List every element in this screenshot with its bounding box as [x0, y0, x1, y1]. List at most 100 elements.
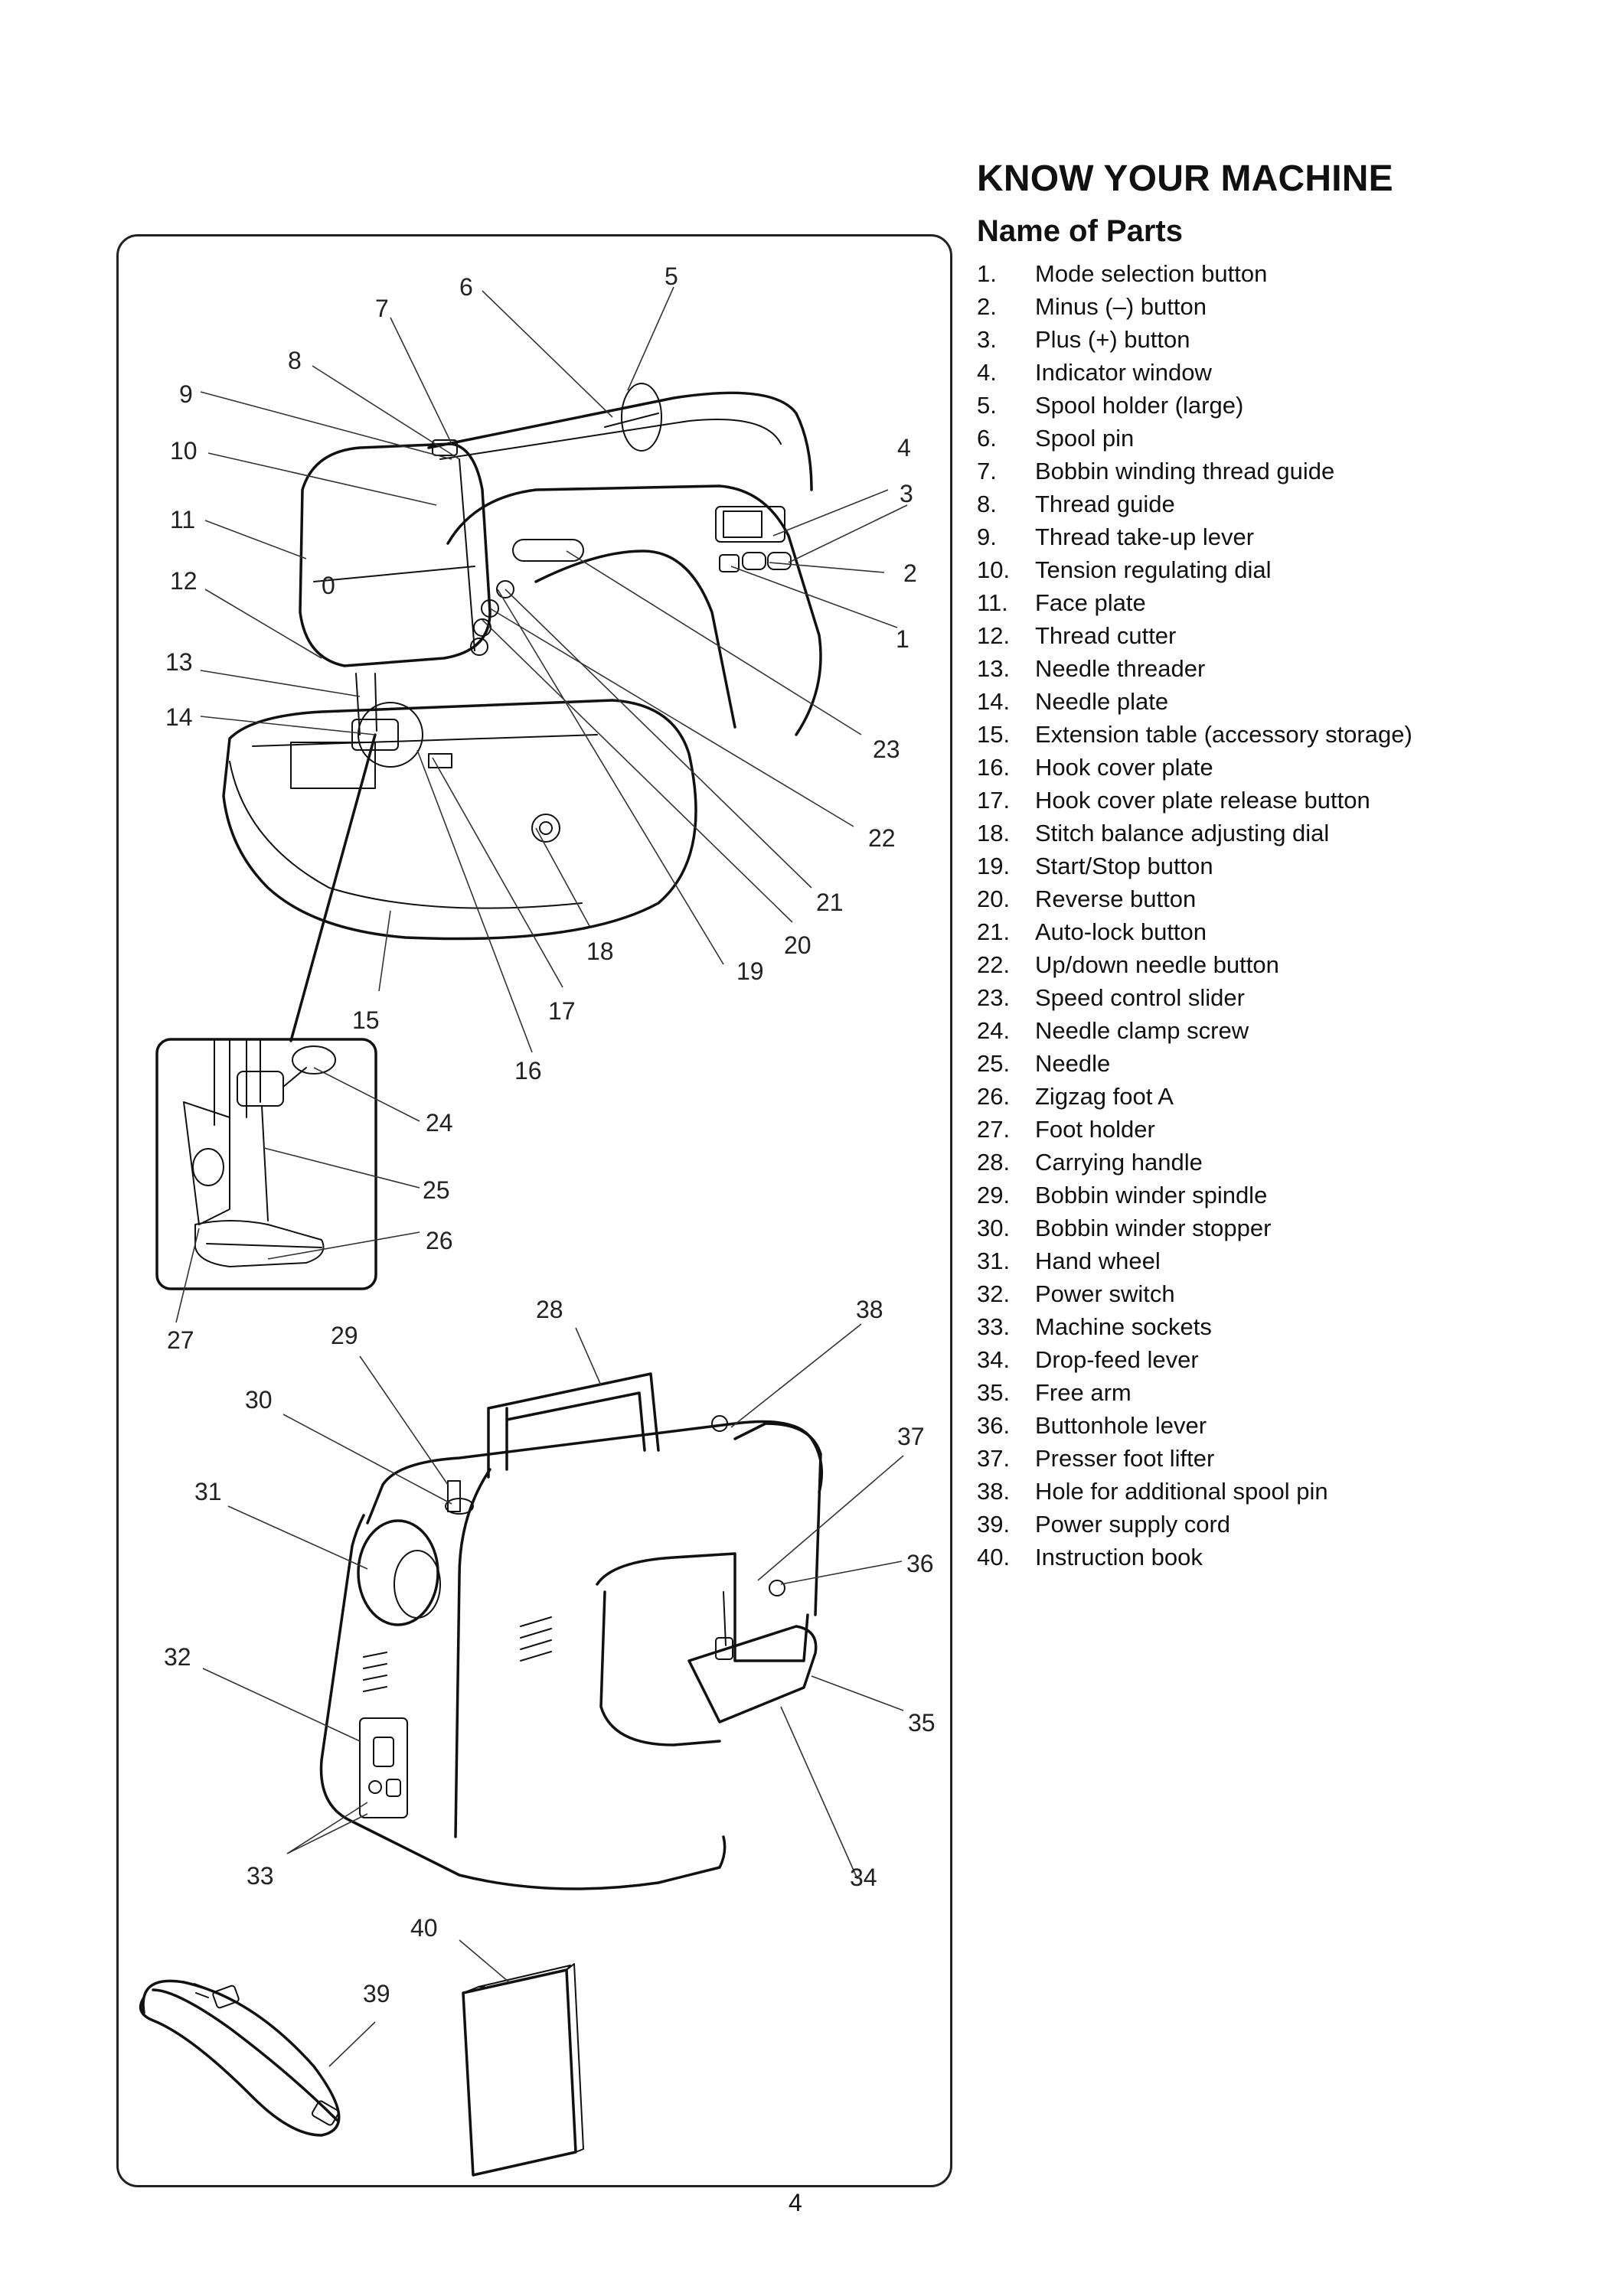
callout-39: 39 [363, 1980, 390, 2007]
rear-machine-illustration [319, 1372, 824, 1890]
part-number: 17. [977, 787, 1011, 814]
part-name: Machine sockets [1035, 1313, 1212, 1340]
callout-24: 24 [426, 1109, 453, 1137]
part-item: 2.Minus (–) button [977, 290, 1412, 323]
part-item: 17.Hook cover plate release button [977, 784, 1412, 817]
part-number: 10. [977, 556, 1011, 583]
part-name: Needle clamp screw [1035, 1017, 1249, 1044]
part-item: 19.Start/Stop button [977, 850, 1412, 882]
callout-7: 7 [375, 295, 389, 322]
part-name: Power supply cord [1035, 1511, 1231, 1538]
page-title: KNOW YOUR MACHINE [977, 158, 1393, 199]
part-name: Minus (–) button [1035, 293, 1207, 320]
part-name: Drop-feed lever [1035, 1346, 1199, 1373]
part-number: 33. [977, 1313, 1011, 1340]
part-item: 11.Face plate [977, 586, 1412, 619]
part-name: Needle [1035, 1050, 1111, 1077]
part-name: Free arm [1035, 1379, 1132, 1406]
part-item: 32.Power switch [977, 1277, 1412, 1310]
part-number: 19. [977, 853, 1011, 879]
callout-15: 15 [352, 1006, 380, 1034]
part-number: 12. [977, 622, 1011, 649]
part-number: 25. [977, 1050, 1011, 1077]
part-name: Face plate [1035, 589, 1146, 616]
part-number: 7. [977, 458, 997, 484]
part-item: 26.Zigzag foot A [977, 1080, 1412, 1113]
part-number: 40. [977, 1544, 1011, 1570]
part-number: 24. [977, 1017, 1011, 1044]
part-number: 35. [977, 1379, 1011, 1406]
part-name: Presser foot lifter [1035, 1445, 1215, 1472]
part-item: 40.Instruction book [977, 1541, 1412, 1574]
callout-5: 5 [665, 263, 678, 290]
part-item: 28.Carrying handle [977, 1146, 1412, 1179]
part-name: Thread take-up lever [1035, 523, 1255, 550]
callout-19: 19 [736, 957, 764, 985]
page-number: 4 [789, 2189, 802, 2216]
front-machine-illustration [222, 383, 822, 941]
callout-40: 40 [410, 1914, 438, 1942]
part-name: Needle plate [1035, 688, 1169, 715]
part-item: 20.Reverse button [977, 882, 1412, 915]
part-number: 15. [977, 721, 1011, 748]
part-item: 27.Foot holder [977, 1113, 1412, 1146]
part-name: Mode selection button [1035, 260, 1268, 287]
part-number: 26. [977, 1083, 1011, 1110]
part-name: Buttonhole lever [1035, 1412, 1207, 1439]
callout-25: 25 [423, 1176, 450, 1204]
part-number: 29. [977, 1182, 1011, 1208]
part-number: 6. [977, 425, 997, 452]
part-item: 15. Extension table (accessory storage) [977, 718, 1412, 751]
part-number: 4. [977, 359, 997, 386]
callout-9: 9 [179, 380, 193, 408]
part-name: Extension table (accessory storage) [1035, 721, 1412, 748]
part-name: Hole for additional spool pin [1035, 1478, 1328, 1505]
callout-22: 22 [868, 824, 896, 852]
section-title: Name of Parts [977, 214, 1183, 248]
part-number: 34. [977, 1346, 1011, 1373]
part-item: 22.Up/down needle button [977, 948, 1412, 981]
power-cord-illustration [139, 1979, 341, 2137]
callout-4: 4 [897, 434, 911, 461]
callout-16: 16 [514, 1057, 542, 1084]
part-item: 23.Speed control slider [977, 981, 1412, 1014]
part-number: 3. [977, 326, 997, 353]
callout-13: 13 [165, 648, 193, 676]
callout-10: 10 [170, 437, 198, 465]
part-name: Bobbin winding thread guide [1035, 458, 1335, 484]
part-item: 7. Bobbin winding thread guide [977, 455, 1412, 488]
callout-2: 2 [903, 559, 917, 587]
part-name: Power switch [1035, 1280, 1175, 1307]
part-name: Spool pin [1035, 425, 1135, 452]
callout-numbers: 1 2 3 4 5 6 7 8 9 10 11 12 13 14 15 16 1… [164, 263, 936, 2007]
part-item: 4.Indicator window [977, 356, 1412, 389]
part-item: 6. Spool pin [977, 422, 1412, 455]
part-item: 30.Bobbin winder stopper [977, 1212, 1412, 1244]
part-item: 8.Thread guide [977, 488, 1412, 520]
callout-37: 37 [897, 1423, 925, 1450]
part-name: Stitch balance adjusting dial [1035, 820, 1330, 846]
part-number: 8. [977, 491, 997, 517]
face-plate-mark: 0 [322, 572, 335, 599]
part-name: Thread cutter [1035, 622, 1177, 649]
part-name: Plus (+) button [1035, 326, 1190, 353]
callout-14: 14 [165, 703, 193, 731]
part-item: 29.Bobbin winder spindle [977, 1179, 1412, 1212]
callout-29: 29 [331, 1322, 358, 1349]
part-number: 5. [977, 392, 997, 419]
inset-connector-line [289, 733, 377, 1042]
part-name: Auto-lock button [1035, 918, 1207, 945]
callout-11: 11 [170, 506, 195, 533]
callout-8: 8 [288, 347, 302, 374]
part-number: 31. [977, 1247, 1011, 1274]
part-number: 36. [977, 1412, 1011, 1439]
part-item: 12. Thread cutter [977, 619, 1412, 652]
part-item: 34. Drop-feed lever [977, 1343, 1412, 1376]
instruction-book-illustration [462, 1963, 584, 2177]
callout-35: 35 [908, 1709, 936, 1737]
callout-34: 34 [850, 1864, 877, 1891]
callout-36: 36 [906, 1550, 934, 1577]
part-name: Hook cover plate [1035, 754, 1213, 781]
part-number: 28. [977, 1149, 1011, 1176]
